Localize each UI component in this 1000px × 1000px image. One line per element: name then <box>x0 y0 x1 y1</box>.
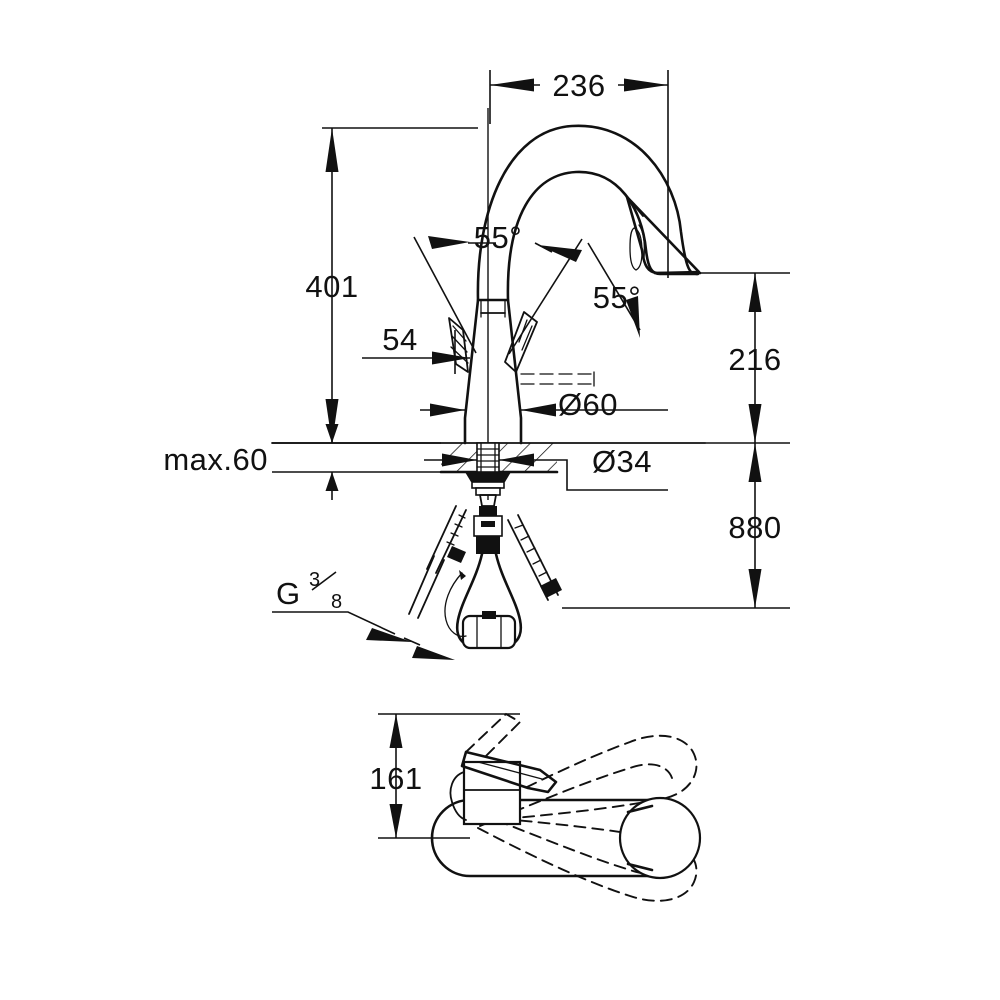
dimension-label-angle-left: 55° <box>474 220 522 255</box>
dimension-label-236: 236 <box>552 68 605 103</box>
dimension-label-d34: Ø34 <box>592 444 652 479</box>
dimension-overall-height: 401 <box>305 127 478 443</box>
dimension-label-54: 54 <box>382 322 417 357</box>
swivel-range-lower <box>477 813 698 902</box>
spray-release-button <box>629 227 643 271</box>
dimension-countertop-thickness: max.60 <box>163 418 441 500</box>
label-thread-connection: G 3 8 <box>272 569 455 660</box>
plan-view <box>430 712 702 902</box>
lever-handle <box>448 311 538 373</box>
dimension-label-161: 161 <box>369 761 422 796</box>
dimension-label-max60: max.60 <box>163 442 268 477</box>
hose-assembly <box>408 505 562 650</box>
thread-label-prefix: G <box>276 576 301 611</box>
faucet-column <box>463 298 523 445</box>
mounting-shank <box>465 442 511 507</box>
dimension-angle-right: 55° <box>508 238 641 355</box>
dimension-spout-reach: 236 <box>489 68 669 278</box>
thread-label-numerator: 3 <box>309 569 320 591</box>
dimension-label-d60: Ø60 <box>558 387 618 422</box>
front-elevation-view <box>271 108 706 650</box>
dimension-supply-length: 880 <box>562 442 790 609</box>
thread-label-denominator: 8 <box>331 591 342 613</box>
sprayhead-seam <box>623 192 644 217</box>
dimension-label-216: 216 <box>728 342 781 377</box>
plan-sprayhead <box>618 796 702 880</box>
dimension-lever-clearance: 54 <box>362 322 470 374</box>
dimension-angle-left: 55° <box>413 220 522 354</box>
supply-hose-left <box>408 505 467 619</box>
plan-body <box>449 712 558 826</box>
dimension-outlet-height: 216 <box>698 272 790 443</box>
dimension-plan-height: 161 <box>369 713 520 839</box>
dimension-hole-diameter: Ø34 <box>424 444 668 491</box>
plan-spout-arm <box>430 796 702 880</box>
dimension-label-401: 401 <box>305 269 358 304</box>
dimension-label-angle-right: 55° <box>593 280 641 315</box>
dimension-base-diameter: Ø60 <box>420 371 668 422</box>
dimension-label-880: 880 <box>728 510 781 545</box>
supply-hose-right <box>507 514 562 601</box>
spout-gooseneck <box>476 124 702 302</box>
